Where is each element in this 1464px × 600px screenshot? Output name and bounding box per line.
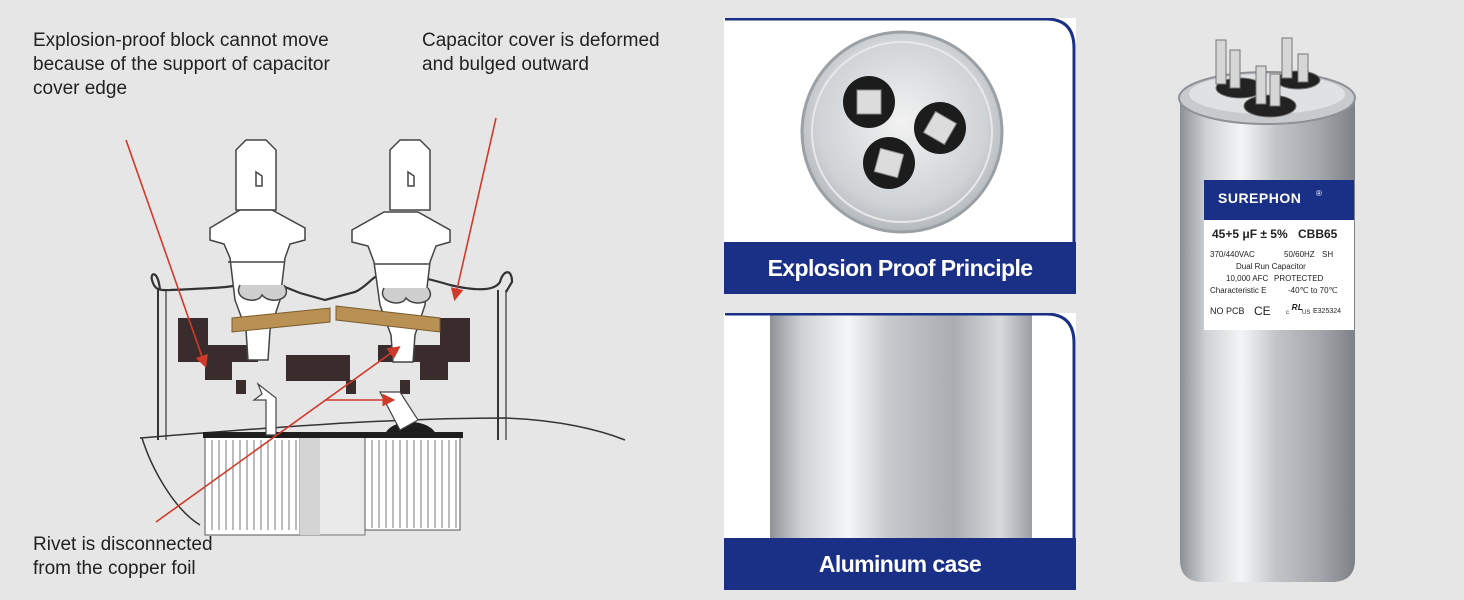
terminal-right <box>351 139 451 363</box>
block-foot-2 <box>346 380 356 394</box>
label-cover-deformed: Capacitor cover is deformed and bulged o… <box>422 30 660 75</box>
winding-right <box>364 434 461 531</box>
panel-aluminum-case: Aluminum case <box>724 313 1076 590</box>
label-explosion-block: Explosion-proof block cannot move becaus… <box>33 30 330 99</box>
winding-left <box>204 434 301 536</box>
panel-bottom-frame <box>725 313 1076 590</box>
winding-core-shade <box>300 435 320 535</box>
capacitor-cross-section-diagram <box>125 117 626 536</box>
terminal-left <box>209 139 306 361</box>
panel-top-graphic <box>725 18 1076 294</box>
ce-mark: CE <box>1254 304 1271 318</box>
ul-code: E325324 <box>1313 308 1342 315</box>
arrow-explosion-block <box>125 139 208 369</box>
capacitor-type: Dual Run Capacitor <box>1236 262 1306 271</box>
capacitor-lid <box>800 30 1004 234</box>
registered-mark: ® <box>1316 189 1322 198</box>
sh-mark: SH <box>1322 250 1334 259</box>
caption-aluminum-case: Aluminum case <box>818 551 982 577</box>
panel-explosion-proof: Explosion Proof Principle <box>724 18 1076 294</box>
banner-top <box>724 242 1076 294</box>
rivet-stem-left <box>252 382 277 436</box>
arrow-cover-deformed <box>450 117 497 302</box>
aluminum-case-surface <box>770 313 1032 538</box>
ul-c-mark: c <box>1286 310 1289 316</box>
lid-terminal-1 <box>843 76 895 128</box>
voltage-rating: 370/440VAC <box>1210 250 1255 259</box>
product-label-band <box>1204 180 1354 220</box>
banner-bottom <box>724 538 1076 590</box>
temperature-range: -40℃ to 70℃ <box>1288 286 1338 295</box>
lid-terminal-3 <box>863 137 915 189</box>
capacitor-terminals <box>1215 37 1321 118</box>
panel-bottom-graphic <box>725 313 1076 590</box>
brand-name: SUREPHON <box>1218 190 1302 206</box>
explosion-proof-block-center <box>286 355 350 381</box>
outer-curve-left <box>141 437 201 526</box>
caption-explosion-proof-principle: Explosion Proof Principle <box>767 255 1033 281</box>
explosion-proof-block-left <box>178 318 258 380</box>
block-foot-1 <box>236 380 246 394</box>
afc-rating: 10,000 AFC <box>1226 274 1269 283</box>
protected-mark: PROTECTED <box>1274 274 1324 283</box>
label-rivet-disconnected: Rivet is disconnected from the copper fo… <box>33 534 213 579</box>
capacitor-cover <box>150 271 514 302</box>
explosion-proof-block-right <box>378 318 470 380</box>
no-pcb-mark: NO PCB <box>1210 306 1245 316</box>
panel-top-frame <box>725 18 1076 294</box>
arrow-rivet <box>155 346 401 523</box>
foil-piece-left <box>231 307 331 333</box>
capacitor-body <box>1180 100 1355 582</box>
capacitor-product-image <box>1178 37 1356 582</box>
foil-piece-right <box>335 305 441 333</box>
foil-top-plate <box>203 432 463 438</box>
characteristic: Characteristic E <box>1210 286 1267 295</box>
capacitance-value: 45+5 μF ± 5% <box>1212 227 1288 241</box>
ul-mark-icon: ᴿᴸ <box>1291 302 1303 316</box>
lid-terminal-2 <box>914 102 966 154</box>
block-foot-3 <box>400 380 410 394</box>
ul-us-mark: US <box>1302 310 1311 316</box>
outer-curve <box>139 417 626 441</box>
frequency-rating: 50/60HZ <box>1284 250 1315 259</box>
model-number: CBB65 <box>1298 227 1338 241</box>
